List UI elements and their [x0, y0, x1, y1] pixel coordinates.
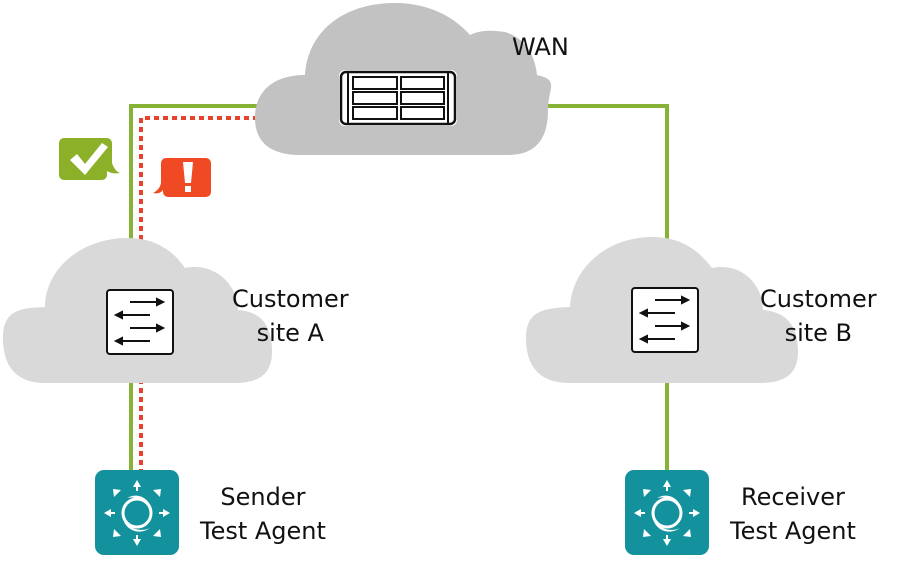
site-a-label-line1: Customer: [232, 285, 349, 313]
wan-label-text: WAN: [512, 33, 569, 61]
site-a-cloud: [3, 238, 272, 383]
receiver-label: Receiver Test Agent: [730, 480, 856, 548]
sender-test-agent-icon[interactable]: [95, 470, 179, 555]
site-b-label: Customer site B: [760, 282, 877, 350]
switch-icon: [631, 287, 699, 353]
site-a-label: Customer site A: [232, 282, 349, 350]
receiver-test-agent-icon[interactable]: [625, 470, 709, 555]
site-b-label-line1: Customer: [760, 285, 877, 313]
site-b-label-line2: site B: [784, 319, 853, 347]
exclamation-icon: [183, 162, 193, 192]
site-a-label-line2: site A: [256, 319, 324, 347]
router-rack-icon: [339, 70, 457, 126]
checkmark-icon: [70, 143, 108, 175]
receiver-label-line2: Test Agent: [730, 517, 856, 545]
receiver-label-line1: Receiver: [741, 483, 845, 511]
sender-label-line2: Test Agent: [200, 517, 326, 545]
switch-icon: [106, 289, 174, 355]
sender-label-line1: Sender: [220, 483, 306, 511]
status-ok-bubble: [59, 138, 120, 180]
wan-cloud: [255, 3, 552, 155]
wan-label: WAN: [512, 30, 569, 64]
site-b-cloud: [526, 237, 798, 383]
sender-label: Sender Test Agent: [200, 480, 326, 548]
status-alert-bubble: [153, 158, 211, 197]
